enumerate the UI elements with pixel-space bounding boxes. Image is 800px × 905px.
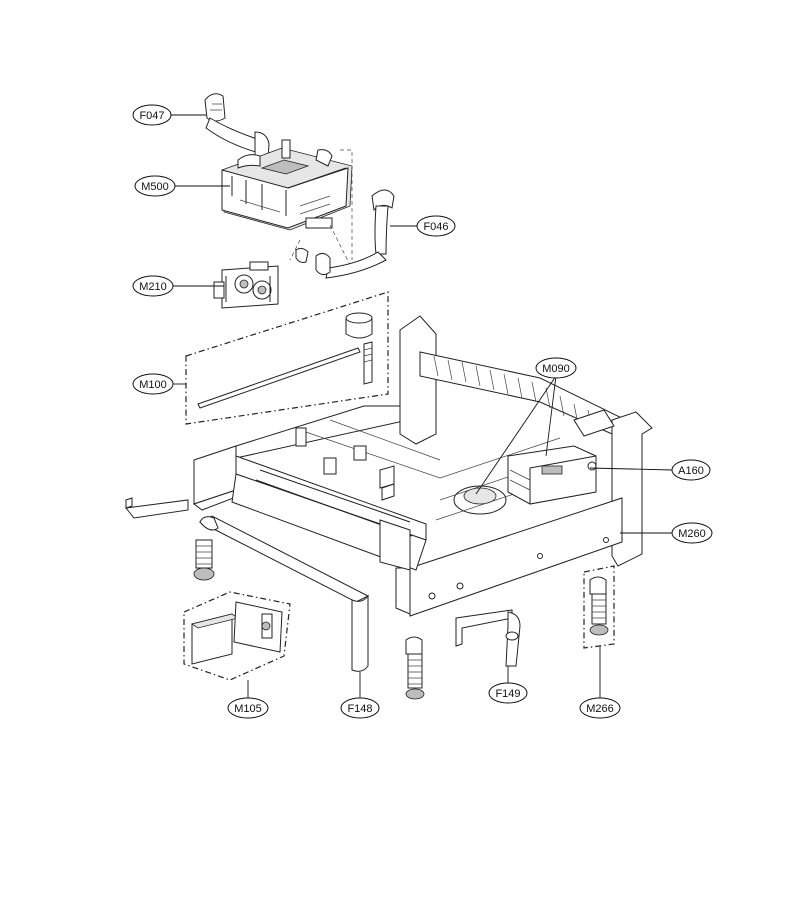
callout-m105: M105 <box>227 697 269 719</box>
part-a160-box <box>507 445 597 505</box>
part-m100-group <box>185 291 389 425</box>
callout-m260: M260 <box>671 522 713 544</box>
part-m260-base <box>192 315 653 617</box>
part-f046-hose <box>295 189 395 279</box>
guide-lines <box>289 149 353 266</box>
part-f148-pipe <box>125 497 370 672</box>
callout-m210-label: M210 <box>139 281 167 293</box>
part-m105-group <box>183 591 291 681</box>
callout-m210: M210 <box>132 275 174 297</box>
callout-f046: F046 <box>416 215 456 237</box>
callout-a160: A160 <box>671 459 711 481</box>
callout-m105-label: M105 <box>234 703 262 715</box>
callout-m090: M090 <box>535 357 577 379</box>
callout-f148-label: F148 <box>347 703 372 715</box>
callout-m090-label: M090 <box>542 363 570 375</box>
part-m210-valve <box>213 261 279 309</box>
callout-m100-label: M100 <box>139 379 167 391</box>
callout-f149: F149 <box>488 682 528 704</box>
callout-m266-label: M266 <box>586 703 614 715</box>
part-f149-hose <box>455 609 521 667</box>
callout-m266: M266 <box>579 697 621 719</box>
callout-m100: M100 <box>132 373 174 395</box>
part-m266-group <box>583 565 615 649</box>
callout-f046-label: F046 <box>423 221 448 233</box>
callout-f149-label: F149 <box>495 688 520 700</box>
part-m500-dispenser <box>221 139 353 231</box>
callout-m500: M500 <box>134 175 176 197</box>
callout-f047: F047 <box>132 104 172 126</box>
callout-a160-label: A160 <box>678 465 704 477</box>
part-center-foot <box>405 636 425 700</box>
leader-lines <box>170 114 673 700</box>
part-left-foot <box>193 539 215 581</box>
callout-f047-label: F047 <box>139 110 164 122</box>
callout-m260-label: M260 <box>678 528 706 540</box>
callout-m500-label: M500 <box>141 181 169 193</box>
callout-f148: F148 <box>340 697 380 719</box>
